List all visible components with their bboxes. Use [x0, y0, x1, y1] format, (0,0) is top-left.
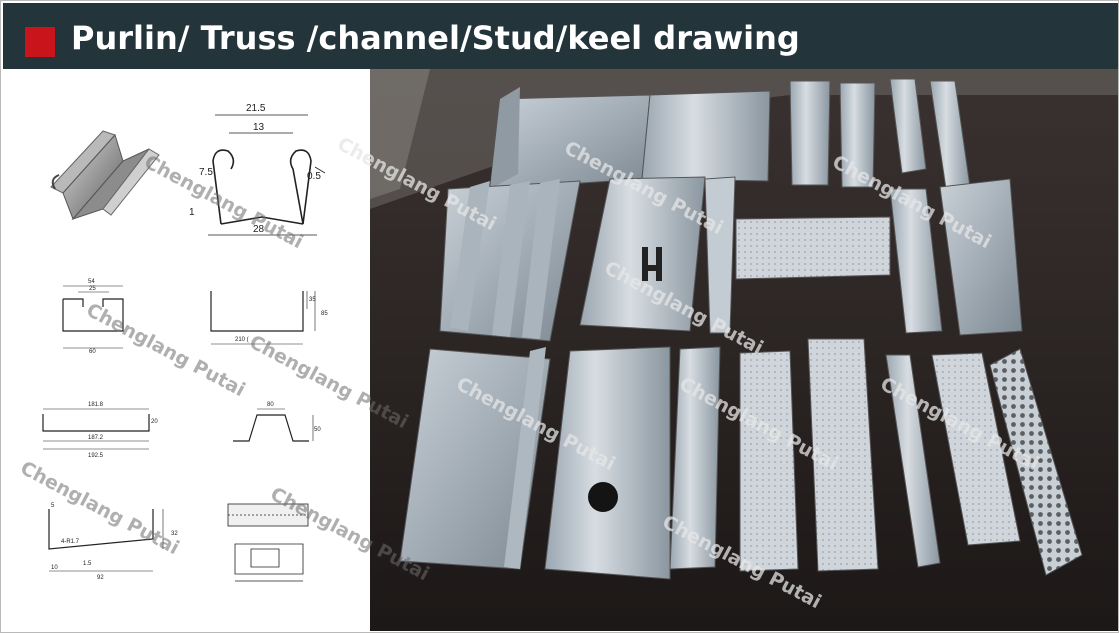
dim-1: 1	[189, 207, 195, 218]
dim-21-5: 21.5	[246, 103, 266, 114]
dim-35: 35	[309, 297, 316, 303]
dim-60: 60	[89, 349, 96, 355]
title-accent-square	[25, 27, 55, 57]
dim-210: 210 (	[235, 337, 249, 343]
dim-85: 85	[321, 311, 328, 317]
dim-54: 54	[88, 279, 95, 285]
product-photo-svg	[370, 69, 1118, 631]
dim-50: 50	[314, 427, 321, 433]
dim-181-8: 181.8	[88, 402, 104, 408]
dim-1-5: 1.5	[83, 561, 92, 567]
product-photo	[370, 69, 1118, 631]
title-bar: Purlin/ Truss /channel/Stud/keel drawing	[3, 3, 1118, 69]
drawing-profile-2	[62, 285, 124, 349]
drawing-profile-1	[208, 114, 326, 236]
dim-92: 92	[97, 575, 104, 581]
dim-192-5: 192.5	[88, 453, 104, 459]
drawing-profile-4	[42, 408, 150, 450]
slide-title: Purlin/ Truss /channel/Stud/keel drawing	[71, 19, 800, 57]
drawing-profile-7	[227, 503, 309, 582]
dim-10: 10	[51, 565, 58, 571]
back-row-profiles	[489, 78, 971, 190]
drawing-profile-6	[48, 509, 164, 572]
drawing-profile-3	[210, 291, 316, 345]
dim-32: 32	[171, 531, 178, 537]
technical-drawings-panel: 21.5 13 7.5 0.5 1 28 54 25 60	[3, 69, 369, 631]
dim-20: 20	[151, 419, 158, 425]
dim-7-5: 7.5	[199, 167, 213, 178]
dim-25: 25	[89, 286, 96, 292]
dim-4-r1-7: 4-R1.7	[61, 539, 80, 545]
dim-28: 28	[253, 224, 265, 235]
drawings-svg: 21.5 13 7.5 0.5 1 28 54 25 60	[42, 103, 328, 582]
dim-5: 5	[51, 503, 55, 509]
dim-80: 80	[267, 402, 274, 408]
profile-3d-render	[50, 130, 160, 221]
drawing-profile-5	[233, 408, 314, 442]
middle-row-profiles	[439, 176, 1023, 342]
dim-13: 13	[253, 122, 265, 133]
front-row-profiles	[399, 338, 1083, 580]
dim-0-5: 0.5	[307, 171, 321, 182]
dim-187-2: 187.2	[88, 435, 104, 441]
